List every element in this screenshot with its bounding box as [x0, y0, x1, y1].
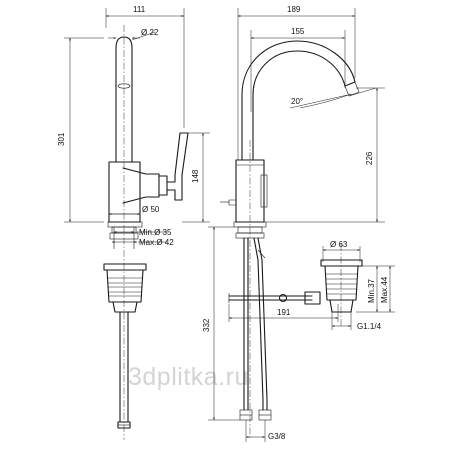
- lever-joint: [122, 167, 160, 204]
- waste-assembly-right: [320, 244, 395, 330]
- label-waste-diameter: Ø 63: [330, 240, 348, 249]
- waste-top: [103, 263, 147, 271]
- label-max-diameter: Max.Ø 42: [139, 238, 174, 247]
- lever-cap: [158, 175, 168, 196]
- label-angle: 20°: [291, 97, 303, 106]
- label-thread-waste: G1.1/4: [357, 322, 382, 331]
- lever-handle: [166, 132, 189, 201]
- label-spout-diameter: Ø 22: [141, 28, 159, 37]
- label-301: 301: [57, 132, 66, 146]
- label-191: 191: [277, 308, 291, 317]
- label-148: 148: [191, 169, 200, 183]
- label-min-height: Min.37: [367, 278, 376, 303]
- label-thread-hose: G3/8: [268, 432, 286, 441]
- label-body-diameter: Ø 50: [142, 205, 160, 214]
- spout-outline: [115, 36, 133, 163]
- label-min-diameter: Min.Ø 35: [139, 228, 172, 237]
- front-view: [208, 8, 385, 442]
- label-max-height: Max.44: [380, 276, 389, 303]
- label-226: 226: [365, 151, 374, 165]
- side-view: [64, 8, 210, 440]
- label-111: 111: [133, 5, 146, 14]
- label-189: 189: [287, 5, 301, 14]
- label-155: 155: [291, 27, 305, 36]
- watermark: 3dplitka.ru: [128, 363, 249, 391]
- label-332: 332: [202, 318, 211, 332]
